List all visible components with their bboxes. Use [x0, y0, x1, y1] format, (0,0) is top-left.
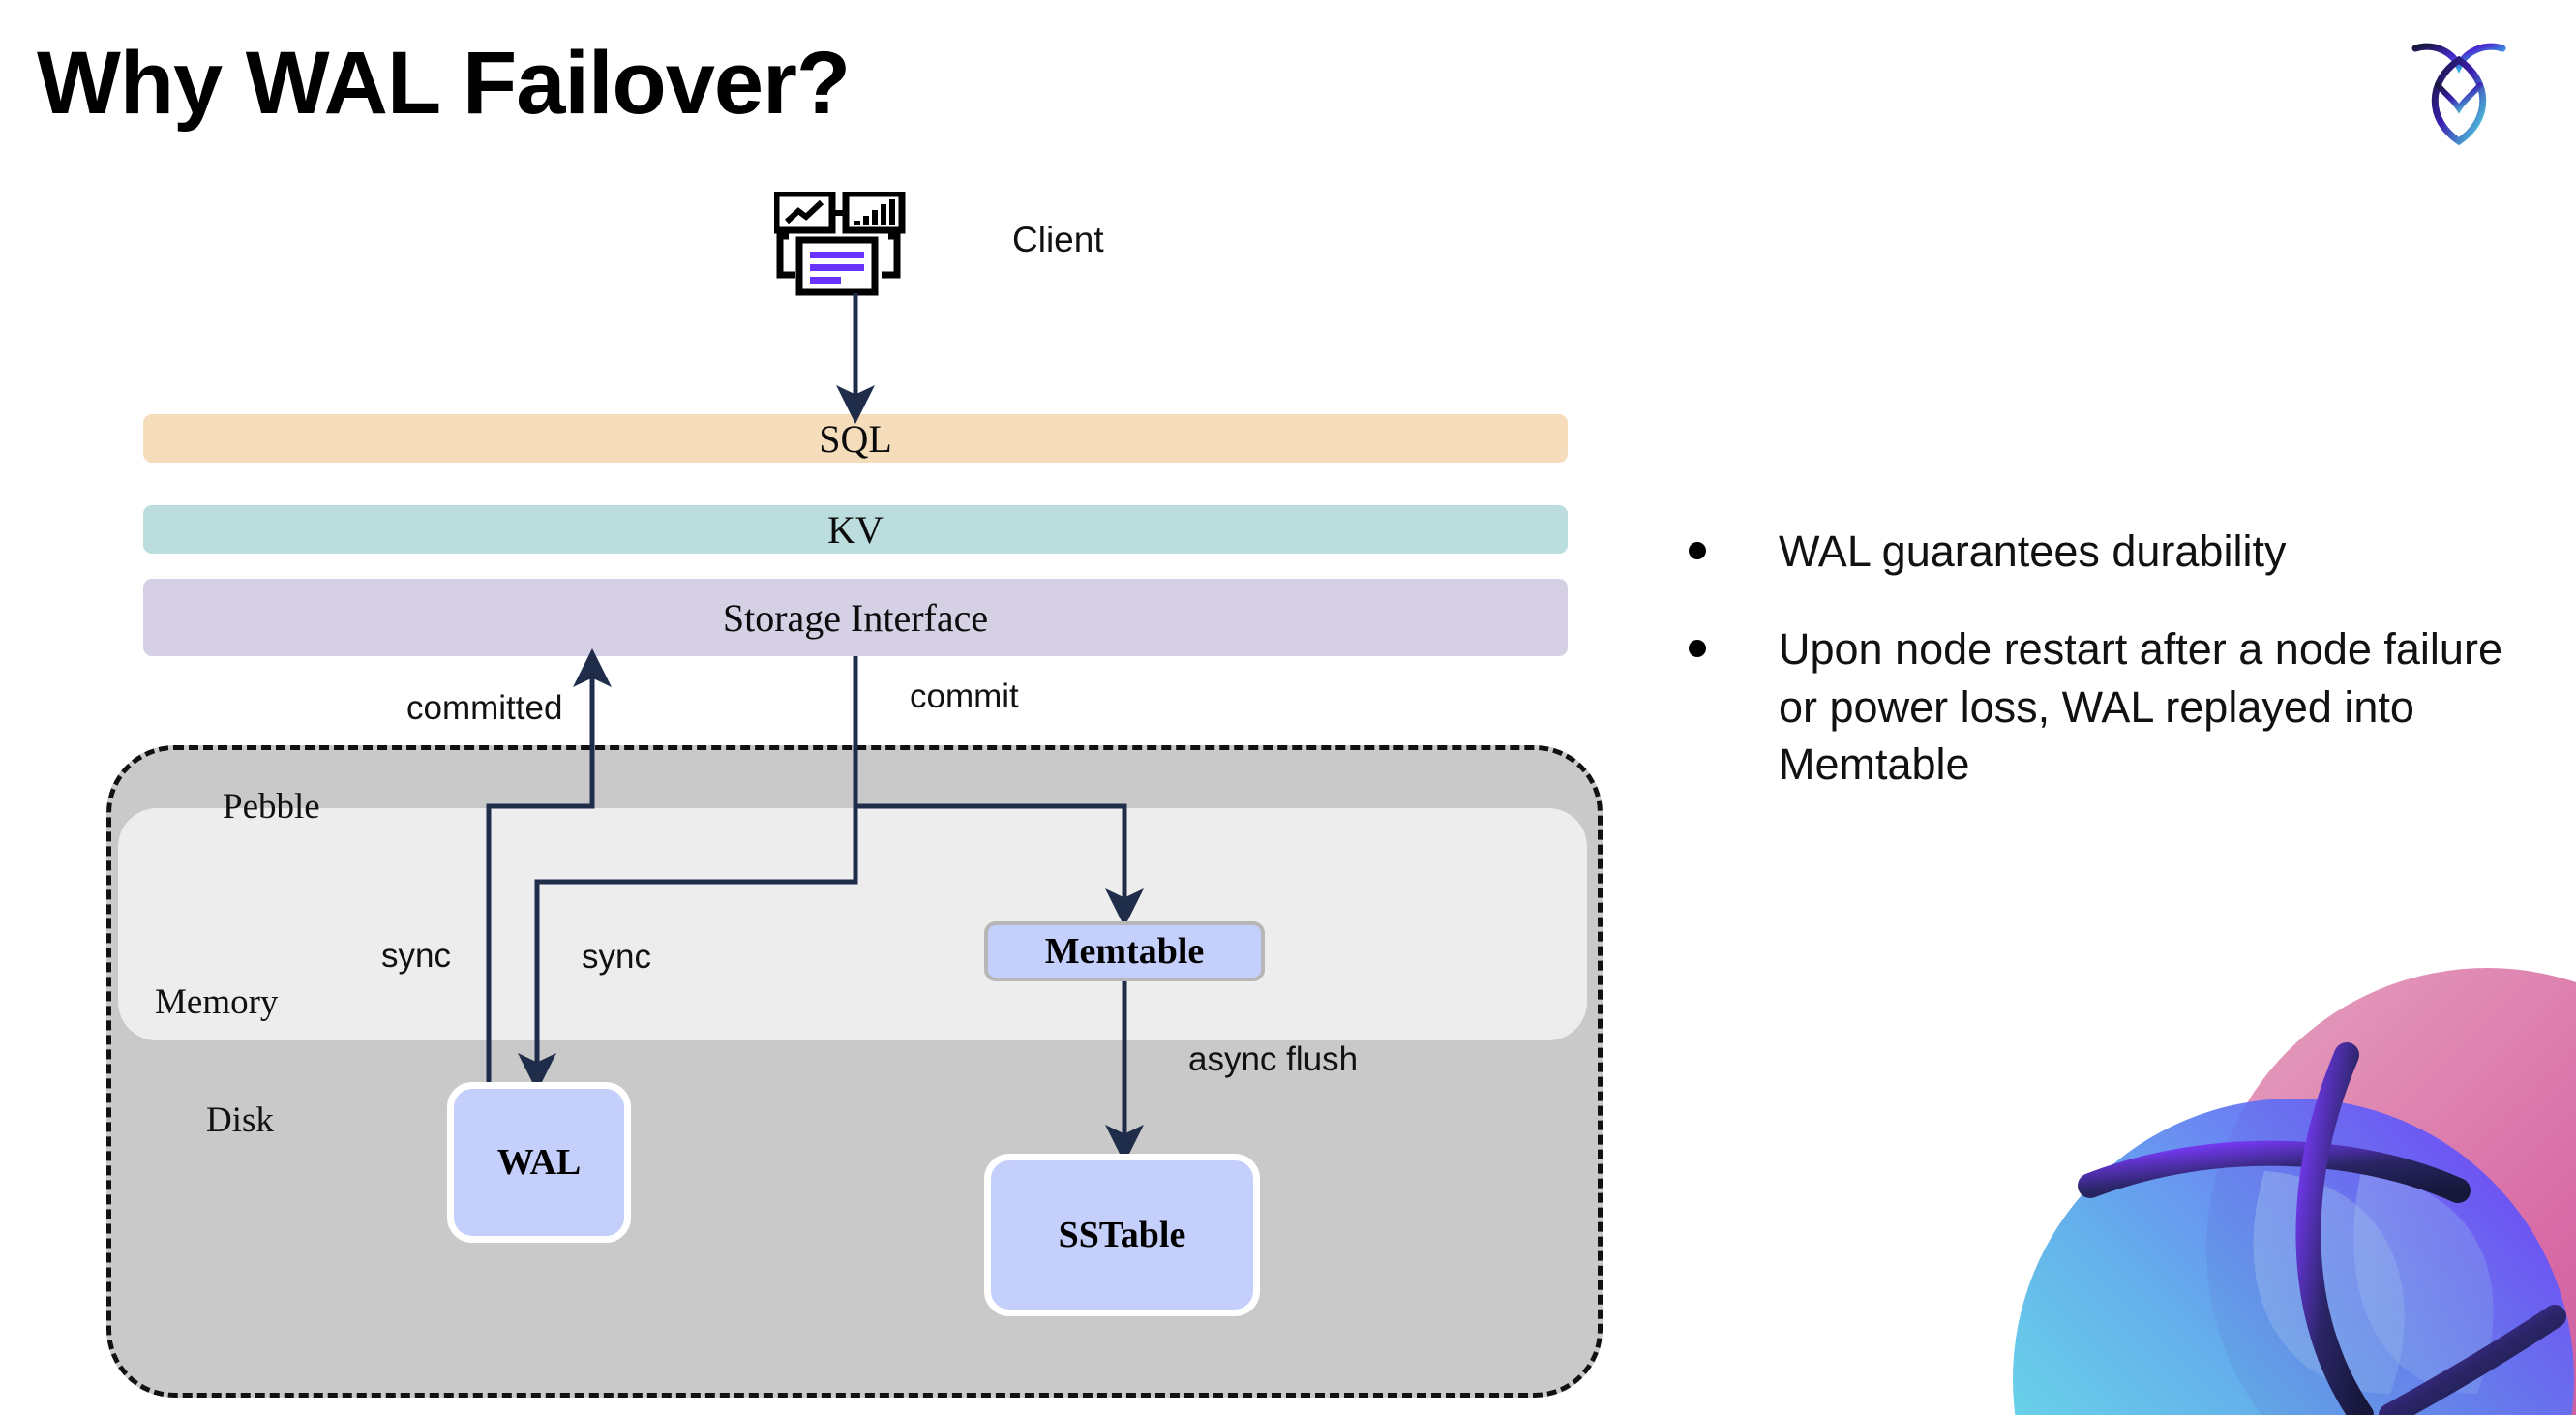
- layer-bar-sql-label: SQL: [819, 416, 892, 461]
- disk-label: Disk: [206, 1100, 274, 1140]
- edge-label-sync-right: sync: [582, 938, 651, 976]
- client-monitor-icon: [772, 190, 929, 296]
- list-item: Upon node restart after a node failure o…: [1689, 620, 2521, 793]
- cockroachdb-circles-decoration-icon: [1974, 939, 2576, 1415]
- bullet-text: Upon node restart after a node failure o…: [1779, 624, 2502, 790]
- node-sstable: SSTable: [984, 1154, 1260, 1316]
- layer-bar-kv-label: KV: [827, 507, 884, 552]
- layer-bar-storage-interface: Storage Interface: [143, 579, 1568, 656]
- bullet-text: WAL guarantees durability: [1779, 527, 2287, 576]
- node-memtable: Memtable: [984, 921, 1265, 981]
- layer-bar-storage-label: Storage Interface: [722, 595, 989, 640]
- client-label: Client: [1012, 220, 1104, 259]
- pebble-label: Pebble: [223, 787, 320, 827]
- page-title: Why WAL Failover?: [37, 34, 851, 133]
- edge-label-commit: commit: [910, 677, 1019, 715]
- node-wal: WAL: [447, 1082, 631, 1243]
- memory-label: Memory: [155, 982, 279, 1022]
- layer-bar-kv: KV: [143, 505, 1568, 554]
- bullet-dot-icon: [1689, 542, 1706, 559]
- layer-bar-sql: SQL: [143, 414, 1568, 463]
- node-memtable-label: Memtable: [1044, 931, 1205, 972]
- memory-region: [118, 808, 1587, 1040]
- edge-label-committed: committed: [406, 689, 563, 727]
- bullet-list: WAL guarantees durability Upon node rest…: [1689, 523, 2521, 834]
- node-wal-label: WAL: [496, 1142, 582, 1183]
- list-item: WAL guarantees durability: [1689, 523, 2521, 580]
- cockroachdb-logo-icon: [2406, 31, 2512, 146]
- bullet-dot-icon: [1689, 640, 1706, 658]
- edge-label-sync-left: sync: [381, 937, 451, 975]
- edge-label-async-flush: async flush: [1188, 1040, 1359, 1078]
- node-sstable-label: SSTable: [1058, 1215, 1186, 1255]
